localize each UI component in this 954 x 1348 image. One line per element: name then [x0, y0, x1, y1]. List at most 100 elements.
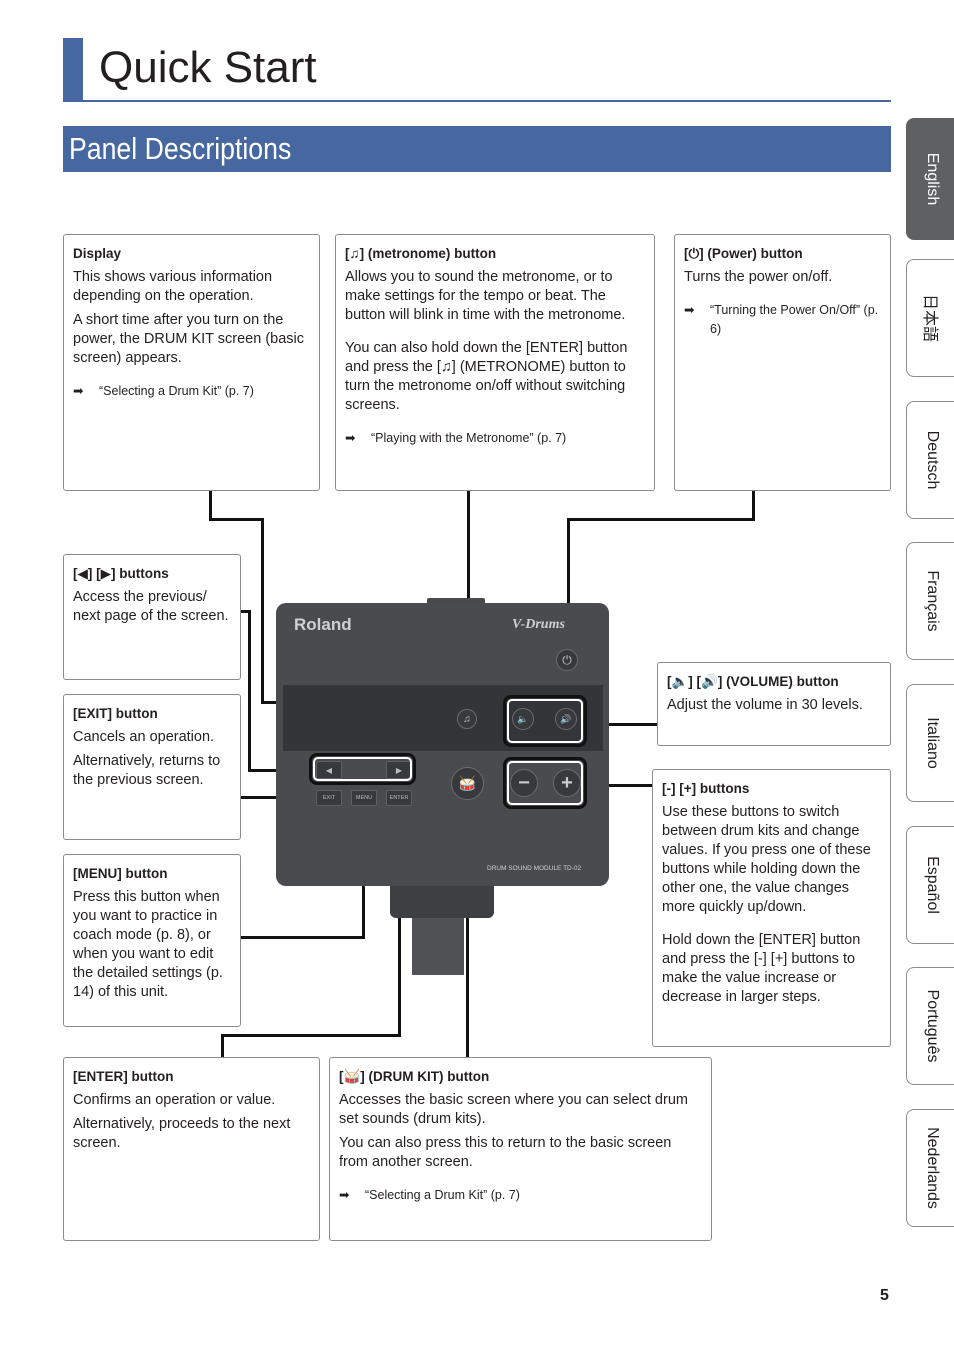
volume-down-button[interactable]: 🔈	[512, 708, 534, 730]
page-buttons-text-1: Access the previous/ next page of the sc…	[73, 589, 229, 624]
connector-display	[209, 490, 212, 520]
menu-heading: [MENU] button	[73, 866, 168, 881]
display-description: Display This shows various information d…	[63, 234, 320, 491]
display-text-1: This shows various information depending…	[73, 269, 273, 304]
connector-power	[567, 518, 570, 650]
title-accent-bar	[63, 38, 83, 102]
menu-description: [MENU] button Press this button when you…	[63, 854, 241, 1027]
device-foot	[390, 880, 494, 918]
volume-description: [🔈] [🔊] (VOLUME) button Adjust the volum…	[657, 662, 891, 746]
reference-link[interactable]: “Playing with the Metronome” (p. 7)	[371, 431, 567, 445]
minus-button[interactable]: −	[510, 769, 538, 797]
volume-buttons-highlight	[503, 695, 587, 747]
prev-icon: ◀	[325, 765, 333, 775]
display-text-2: A short time after you turn on the power…	[73, 312, 305, 366]
tab-portugues[interactable]: Português	[906, 967, 954, 1085]
power-description: [⏻] (Power) button Turns the power on/of…	[674, 234, 891, 491]
tab-deutsch[interactable]: Deutsch	[906, 401, 954, 519]
connector-power	[752, 490, 755, 520]
tab-label: 日本語	[920, 293, 938, 343]
arrow-icon: ➡	[73, 384, 84, 398]
power-reference: ➡ “Turning the Power On/Off” (p. 6)	[684, 301, 881, 339]
volume-text-1: Adjust the volume in 30 levels.	[667, 697, 863, 713]
metronome-text-1: Allows you to sound the metronome, or to…	[345, 269, 626, 323]
exit-heading: [EXIT] button	[73, 706, 158, 721]
tab-italiano[interactable]: Italiano	[906, 684, 954, 802]
prev-page-button[interactable]: ◀	[316, 761, 342, 779]
vdrums-logo: V-Drums	[512, 617, 565, 632]
connector-power	[567, 518, 755, 521]
connector-enter	[221, 1034, 224, 1058]
arrow-icon: ➡	[339, 1188, 350, 1202]
drum-kit-reference: ➡ “Selecting a Drum Kit” (p. 7)	[339, 1186, 702, 1205]
tab-label: Português	[923, 989, 941, 1063]
metronome-heading: [♫] (metronome) button	[345, 246, 497, 261]
plus-icon: +	[561, 771, 573, 794]
highlight-inner	[507, 761, 583, 805]
drum-kit-heading: [🥁] (DRUM KIT) button	[339, 1069, 490, 1084]
exit-label: EXIT	[322, 795, 336, 801]
title-rule	[63, 100, 891, 102]
reference-link[interactable]: “Turning the Power On/Off” (p. 6)	[710, 303, 879, 336]
menu-button[interactable]: MENU	[351, 790, 377, 806]
power-heading: [⏻] (Power) button	[684, 246, 803, 261]
enter-text-1: Confirms an operation or value.	[73, 1092, 276, 1108]
exit-text-2: Alternatively, returns to the previous s…	[73, 753, 221, 788]
plusminus-heading: [-] [+] buttons	[662, 781, 750, 796]
tab-francais[interactable]: Français	[906, 542, 954, 660]
page-number: 5	[880, 1287, 889, 1304]
page-buttons-highlight	[309, 753, 416, 785]
tab-japanese[interactable]: 日本語	[906, 259, 954, 377]
section-title: Panel Descriptions	[69, 131, 292, 166]
power-button[interactable]: ⏻	[556, 649, 578, 671]
plusminus-text-2: Hold down the [ENTER] button and press t…	[662, 932, 861, 1005]
enter-label: ENTER	[389, 795, 409, 801]
connector-page-buttons	[248, 610, 251, 772]
page-title: Quick Start	[99, 43, 317, 92]
power-icon: ⏻	[562, 652, 572, 667]
drum-sound-module: Roland V-Drums DRUM SOUND MODULE TD-02 ⏻…	[276, 603, 609, 886]
connector-display	[261, 518, 264, 704]
connector-page-buttons	[240, 610, 250, 613]
page-buttons-heading: [◀] [▶] buttons	[73, 566, 169, 581]
connector-display	[209, 518, 263, 521]
tab-label: English	[923, 152, 941, 206]
section-header: Panel Descriptions	[63, 126, 891, 172]
arrow-icon: ➡	[345, 431, 356, 445]
tab-espanol[interactable]: Español	[906, 826, 954, 944]
volume-up-button[interactable]: 🔊	[555, 708, 577, 730]
drum-kit-button[interactable]: 🥁	[451, 767, 484, 800]
display-heading: Display	[73, 246, 122, 261]
next-icon: ▶	[395, 765, 403, 775]
reference-link[interactable]: “Selecting a Drum Kit” (p. 7)	[99, 384, 254, 398]
drum-kit-description: [🥁] (DRUM KIT) button Accesses the basic…	[329, 1057, 712, 1241]
highlight-inner	[313, 757, 412, 781]
drum-kit-icon: 🥁	[458, 775, 477, 791]
tab-label: Nederlands	[923, 1127, 941, 1209]
plusminus-text-1: Use these buttons to switch between drum…	[662, 804, 871, 915]
volume-up-icon: 🔊	[560, 713, 572, 724]
tab-label: Français	[923, 570, 941, 632]
exit-button[interactable]: EXIT	[316, 790, 342, 806]
metronome-button[interactable]: ♫	[457, 709, 477, 729]
reference-link[interactable]: “Selecting a Drum Kit” (p. 7)	[365, 1188, 520, 1202]
plusminus-buttons-highlight	[503, 757, 587, 809]
tab-nederlands[interactable]: Nederlands	[906, 1109, 954, 1227]
connector-enter	[398, 806, 401, 1037]
drum-kit-text-2: You can also press this to return to the…	[339, 1135, 672, 1170]
enter-description: [ENTER] button Confirms an operation or …	[63, 1057, 320, 1241]
metronome-text-2: You can also hold down the [ENTER] butto…	[345, 340, 628, 413]
volume-down-icon: 🔈	[517, 713, 529, 724]
tab-english[interactable]: English	[906, 118, 954, 240]
plus-button[interactable]: +	[553, 769, 581, 797]
page-buttons-description: [◀] [▶] buttons Access the previous/ nex…	[63, 554, 241, 680]
arrow-icon: ➡	[684, 303, 695, 317]
tab-label: Italiano	[923, 717, 941, 769]
enter-button[interactable]: ENTER	[386, 790, 412, 806]
connector-drumkit	[466, 800, 469, 1058]
display-reference: ➡ “Selecting a Drum Kit” (p. 7)	[73, 382, 310, 401]
volume-heading: [🔈] [🔊] (VOLUME) button	[667, 674, 839, 689]
exit-text-1: Cancels an operation.	[73, 729, 215, 745]
menu-label: MENU	[355, 795, 373, 801]
exit-description: [EXIT] button Cancels an operation. Alte…	[63, 694, 241, 840]
